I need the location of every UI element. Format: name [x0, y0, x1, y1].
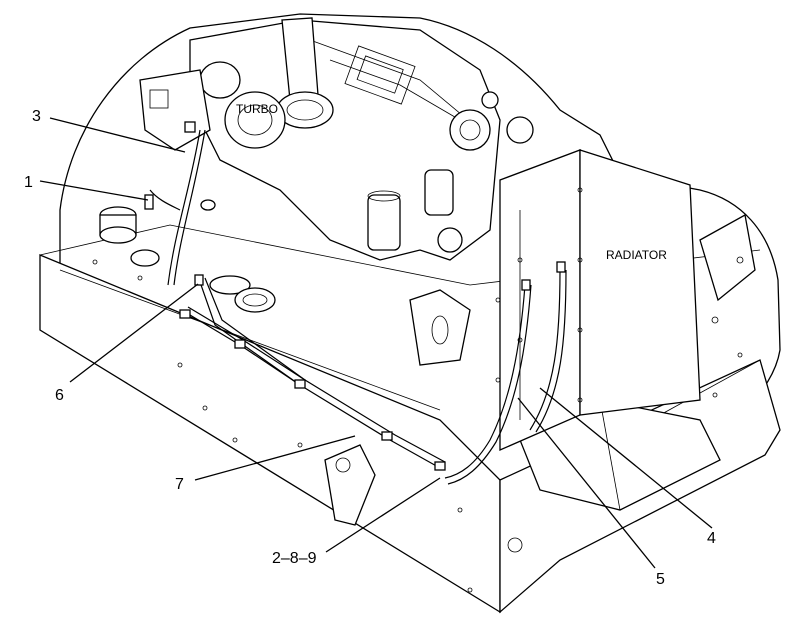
callout-1: 1	[24, 174, 33, 191]
callout-4: 4	[707, 530, 716, 547]
callout-2-8-9: 2–8–9	[272, 550, 317, 567]
deck-caps	[99, 199, 276, 313]
radiator-label: RADIATOR	[606, 248, 667, 262]
callout-6: 6	[55, 387, 64, 404]
callout-7: 7	[175, 476, 184, 493]
radiator	[495, 149, 756, 451]
engine-block	[139, 17, 534, 366]
callout-5: 5	[656, 571, 665, 588]
callout-3: 3	[32, 108, 41, 125]
turbo-label: TURBO	[236, 102, 278, 116]
callout-leaders	[39, 117, 713, 569]
fluid-lines	[144, 121, 567, 485]
